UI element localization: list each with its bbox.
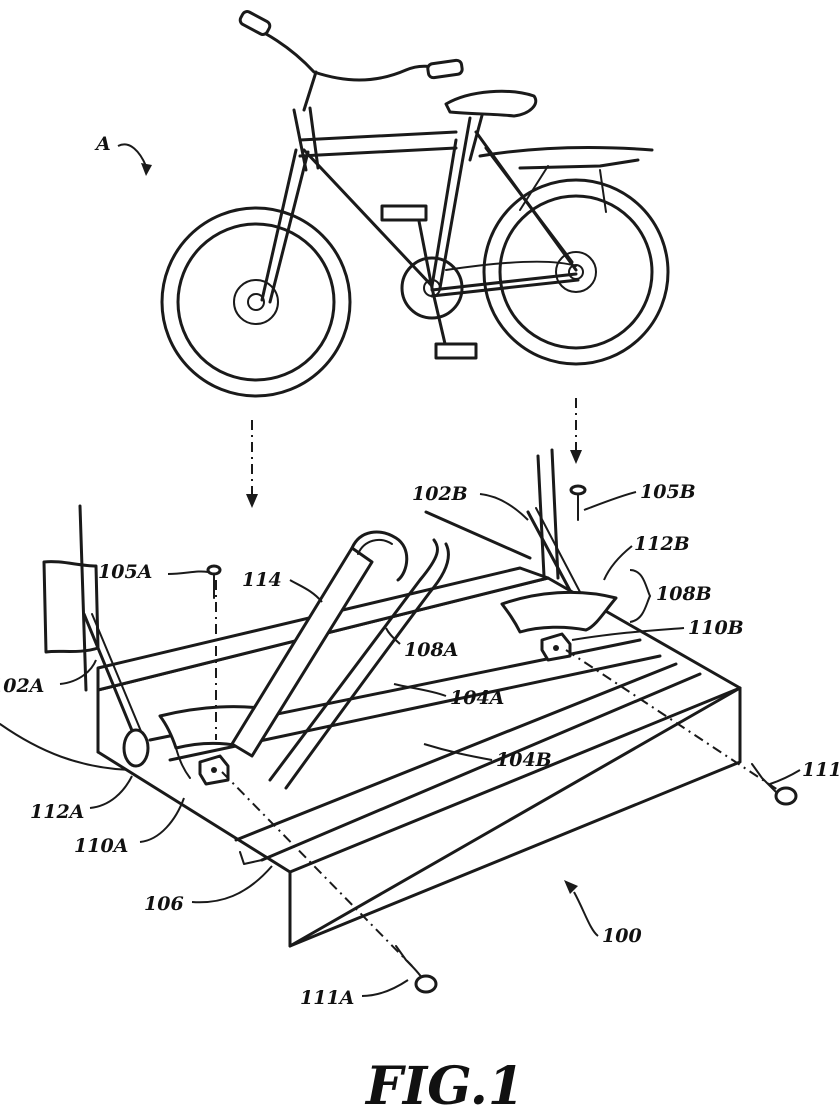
label-110A: 110A xyxy=(74,835,128,857)
label-104A: 104A xyxy=(450,687,504,709)
pin-105B xyxy=(569,484,587,521)
label-104B: 104B xyxy=(496,749,552,771)
support-arm-114 xyxy=(230,530,409,758)
lock-block-B xyxy=(540,632,572,662)
label-100: 100 xyxy=(602,925,642,947)
bicycle xyxy=(160,10,670,398)
label-106: 106 xyxy=(144,893,184,915)
label-105A: 105A xyxy=(98,561,152,583)
label-108B: 108B xyxy=(656,583,712,605)
label-114: 114 xyxy=(242,569,282,591)
leader-lines xyxy=(59,491,801,997)
front-wheel xyxy=(482,178,670,366)
wheel-cradle-B xyxy=(500,590,618,634)
figure-caption: FIG.1 xyxy=(364,1056,524,1117)
carrier-base xyxy=(0,448,742,948)
label-A-text: A xyxy=(94,133,111,155)
lock-block-A xyxy=(198,754,230,786)
rear-wheel xyxy=(160,206,352,398)
label-110B: 110B xyxy=(688,617,744,639)
reference-labels: 105A 114 102A 108A 104A 104B 112A 110A 1… xyxy=(0,481,840,1009)
pull-ring-111A xyxy=(395,945,438,994)
label-102B: 102B xyxy=(412,483,468,505)
label-111A: 111A xyxy=(300,987,354,1009)
label-A: A xyxy=(94,133,152,176)
bar-108A xyxy=(268,538,450,790)
tether-lines xyxy=(221,649,779,967)
label-105B: 105B xyxy=(640,481,696,503)
label-102A: 102A xyxy=(0,675,44,697)
label-112B: 112B xyxy=(634,533,690,555)
pull-ring-111B xyxy=(751,763,798,806)
mounting-arrows xyxy=(246,398,582,508)
pin-105A xyxy=(206,564,222,740)
label-108A: 108A xyxy=(404,639,458,661)
label-111B: 111B xyxy=(802,759,840,781)
label-112A: 112A xyxy=(30,801,84,823)
bicycle-frame xyxy=(238,10,654,360)
